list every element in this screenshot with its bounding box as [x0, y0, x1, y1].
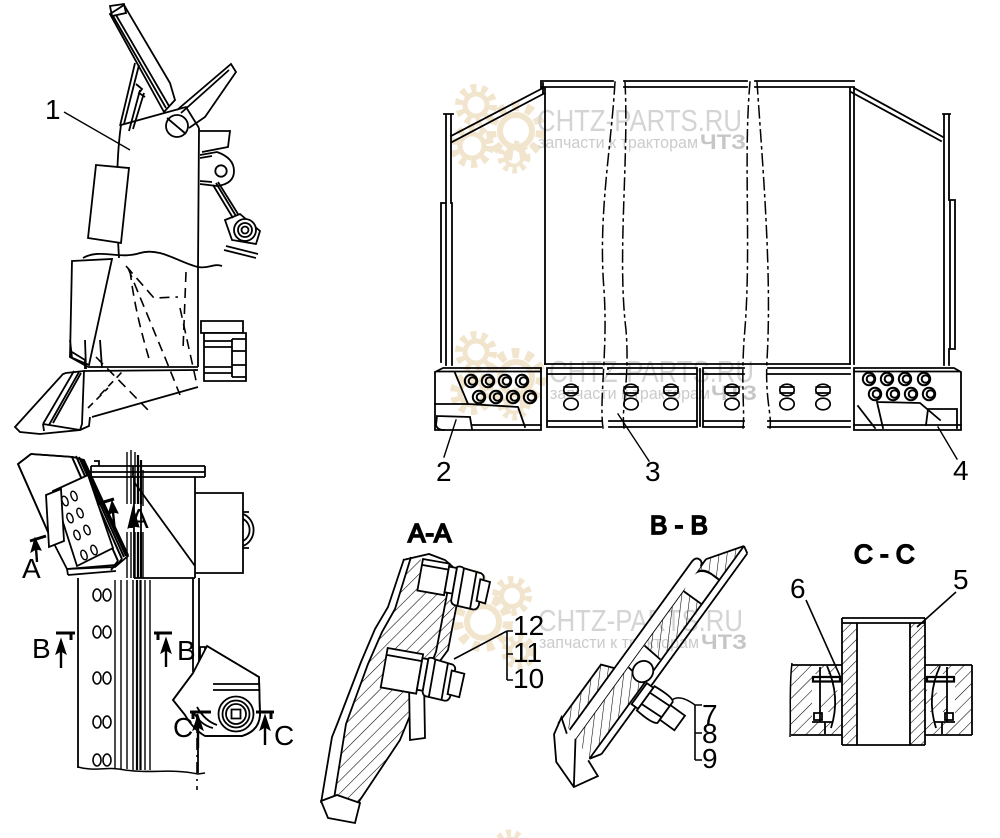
svg-text:6: 6	[790, 573, 806, 604]
svg-text:A-A: A-A	[408, 518, 452, 548]
svg-text:ЧТЗ: ЧТЗ	[701, 631, 747, 654]
svg-text:1: 1	[45, 94, 61, 125]
svg-text:ЧТЗ: ЧТЗ	[700, 131, 746, 154]
svg-text:11: 11	[513, 637, 542, 668]
svg-text:B: B	[32, 633, 51, 664]
svg-text:C: C	[173, 712, 193, 743]
svg-text:3: 3	[645, 456, 661, 487]
svg-text:7: 7	[702, 699, 718, 730]
svg-text:10: 10	[513, 663, 544, 694]
svg-text:CHTZ-PARTS.RU: CHTZ-PARTS.RU	[537, 103, 742, 138]
svg-text:5: 5	[953, 564, 969, 595]
svg-text:A: A	[22, 553, 41, 584]
svg-text:C: C	[274, 720, 294, 751]
svg-text:CHTZ-PARTS.RU: CHTZ-PARTS.RU	[549, 354, 754, 389]
svg-text:B - B: B - B	[650, 510, 708, 540]
svg-text:2: 2	[436, 456, 452, 487]
svg-text:C - C: C - C	[854, 539, 915, 569]
svg-text:A: A	[130, 503, 149, 534]
svg-text:B: B	[177, 635, 196, 666]
svg-text:8: 8	[702, 718, 718, 749]
svg-text:12: 12	[513, 610, 544, 641]
svg-text:4: 4	[953, 455, 969, 486]
svg-text:9: 9	[702, 743, 718, 774]
svg-text:запчасти к тракторам: запчасти к тракторам	[538, 133, 698, 152]
